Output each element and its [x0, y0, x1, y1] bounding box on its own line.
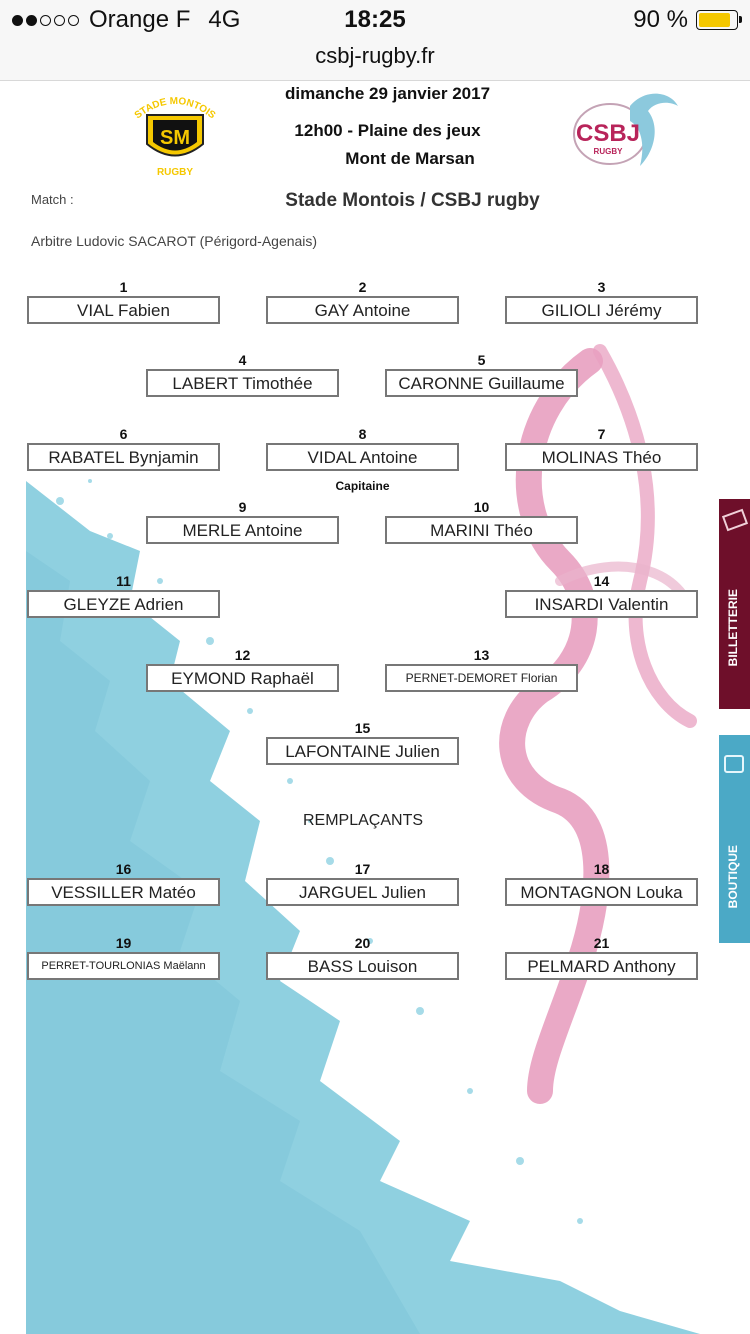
signal-strength-icon: [12, 14, 79, 26]
player-number: 5: [477, 352, 486, 368]
svg-text:CSBJ: CSBJ: [576, 120, 640, 147]
team-sheet: STADE MONTOIS SM RUGBY CSBJ RUGBY dimanc…: [0, 81, 750, 1334]
stade-montois-logo: STADE MONTOIS SM RUGBY: [133, 96, 218, 178]
player-name: LAFONTAINE Julien: [266, 737, 459, 765]
splash-background: [26, 344, 700, 1334]
player-number: 16: [115, 861, 132, 877]
player-number: 15: [354, 720, 371, 736]
match-time-venue: 12h00 - Plaine des jeux: [294, 121, 481, 140]
player-name: VIDAL Antoine: [266, 443, 459, 471]
match-label: Match :: [31, 192, 74, 207]
player-number: 1: [119, 279, 128, 295]
match-city: Mont de Marsan: [345, 149, 475, 168]
player-number: 4: [238, 352, 247, 368]
player-number: 14: [593, 573, 610, 589]
player-name: LABERT Timothée: [146, 369, 339, 397]
shop-tab-label: BOUTIQUE: [726, 845, 740, 909]
player-name: VESSILLER Matéo: [27, 878, 220, 906]
clock: 18:25: [344, 6, 406, 33]
player-name: VIAL Fabien: [27, 296, 220, 324]
battery-percent: 90 %: [633, 6, 688, 33]
network-type: 4G: [208, 6, 241, 33]
svg-text:SM: SM: [160, 127, 190, 149]
player-name: PERRET-TOURLONIAS Maëlann: [27, 952, 220, 980]
status-bar: Orange F 4G 18:25 90 %: [0, 0, 750, 40]
player-name: INSARDI Valentin: [505, 590, 698, 618]
player-name: GILIOLI Jérémy: [505, 296, 698, 324]
svg-text:RUGBY: RUGBY: [594, 147, 624, 156]
carrier-name: Orange F: [89, 6, 191, 33]
player-number: 19: [115, 935, 132, 951]
player-name: MONTAGNON Louka: [505, 878, 698, 906]
player-number: 9: [238, 499, 247, 515]
carrier-info: Orange F 4G: [12, 6, 240, 34]
player-name: PERNET-DEMORET Florian: [385, 664, 578, 692]
referee-info: Arbitre Ludovic SACAROT (Périgord-Agenai…: [31, 233, 318, 249]
player-name: EYMOND Raphaël: [146, 664, 339, 692]
url-text: csbj-rugby.fr: [315, 43, 435, 68]
ticketing-tab-label: BILLETTERIE: [726, 589, 740, 667]
battery-icon: [696, 10, 742, 30]
player-number: 8: [358, 426, 367, 442]
player-number: 6: [119, 426, 128, 442]
player-name: JARGUEL Julien: [266, 878, 459, 906]
player-number: 12: [234, 647, 251, 663]
player-name: CARONNE Guillaume: [385, 369, 578, 397]
player-name: GAY Antoine: [266, 296, 459, 324]
player-number: 13: [473, 647, 490, 663]
player-number: 3: [597, 279, 606, 295]
match-date: dimanche 29 janvier 2017: [284, 84, 491, 103]
player-name: BASS Louison: [266, 952, 459, 980]
battery-level-fill: [699, 13, 730, 27]
battery-info: 90 %: [633, 6, 742, 34]
player-number: 7: [597, 426, 606, 442]
player-name: MOLINAS Théo: [505, 443, 698, 471]
player-number: 21: [593, 935, 610, 951]
shirt-icon: [724, 755, 744, 773]
captain-label: Capitaine: [335, 479, 390, 493]
match-title: Stade Montois / CSBJ rugby: [285, 190, 540, 211]
player-number: 20: [354, 935, 371, 951]
player-number: 17: [354, 861, 371, 877]
player-name: PELMARD Anthony: [505, 952, 698, 980]
player-number: 18: [593, 861, 610, 877]
player-number: 11: [116, 573, 131, 589]
player-name: RABATEL Bynjamin: [27, 443, 220, 471]
player-name: GLEYZE Adrien: [27, 590, 220, 618]
svg-text:RUGBY: RUGBY: [157, 167, 193, 178]
player-number: 10: [473, 499, 490, 515]
player-name: MERLE Antoine: [146, 516, 339, 544]
address-bar[interactable]: csbj-rugby.fr: [0, 40, 750, 81]
player-number: 2: [358, 279, 367, 295]
ticketing-side-tab[interactable]: BILLETTERIE: [719, 499, 750, 709]
substitutes-heading: REMPLAÇANTS: [302, 812, 424, 829]
player-name: MARINI Théo: [385, 516, 578, 544]
csbj-logo: CSBJ RUGBY: [573, 93, 678, 166]
